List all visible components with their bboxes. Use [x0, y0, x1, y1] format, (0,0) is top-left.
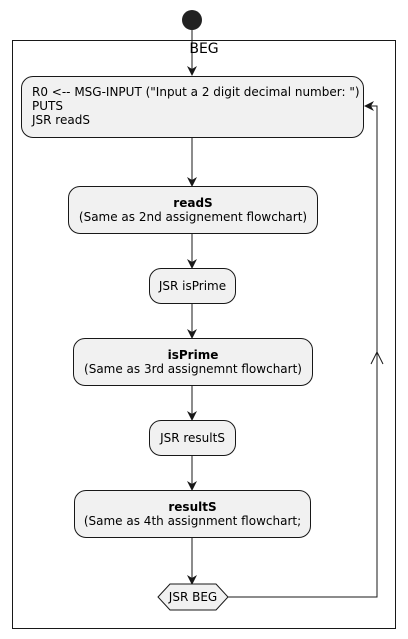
- start-node: [182, 10, 202, 30]
- node-resultS: resultS (Same as 4th assignment flowchar…: [74, 490, 311, 538]
- node-jsr-resultS-label: JSR resultS: [160, 431, 225, 445]
- node-readS-title: readS: [173, 196, 213, 210]
- node-isPrime-title: isPrime: [167, 348, 219, 362]
- node-resultS-title: resultS: [168, 500, 217, 514]
- node-input-msg: R0 <-- MSG-INPUT ("Input a 2 digit decim…: [21, 76, 364, 138]
- node-isPrime-subtitle: (Same as 3rd assignemnt flowchart): [84, 362, 302, 376]
- node-jsr-resultS: JSR resultS: [149, 420, 236, 456]
- decision-label: JSR BEG: [168, 590, 218, 604]
- node-jsr-isPrime: JSR isPrime: [149, 268, 236, 304]
- partition-beg: [12, 40, 396, 629]
- node-readS-subtitle: (Same as 2nd assignement flowchart): [78, 210, 308, 224]
- partition-title: BEG: [189, 41, 219, 57]
- node-input-line-3: JSR readS: [32, 113, 90, 127]
- node-readS: readS (Same as 2nd assignement flowchart…: [68, 186, 318, 234]
- node-jsr-isPrime-label: JSR isPrime: [158, 279, 227, 293]
- node-input-line-1: R0 <-- MSG-INPUT ("Input a 2 digit decim…: [32, 85, 360, 99]
- node-resultS-subtitle: (Same as 4th assignment flowchart;: [83, 514, 302, 528]
- node-input-line-2: PUTS: [32, 99, 63, 113]
- node-isPrime: isPrime (Same as 3rd assignemnt flowchar…: [73, 338, 313, 386]
- loop-direction-arrow: [370, 350, 384, 365]
